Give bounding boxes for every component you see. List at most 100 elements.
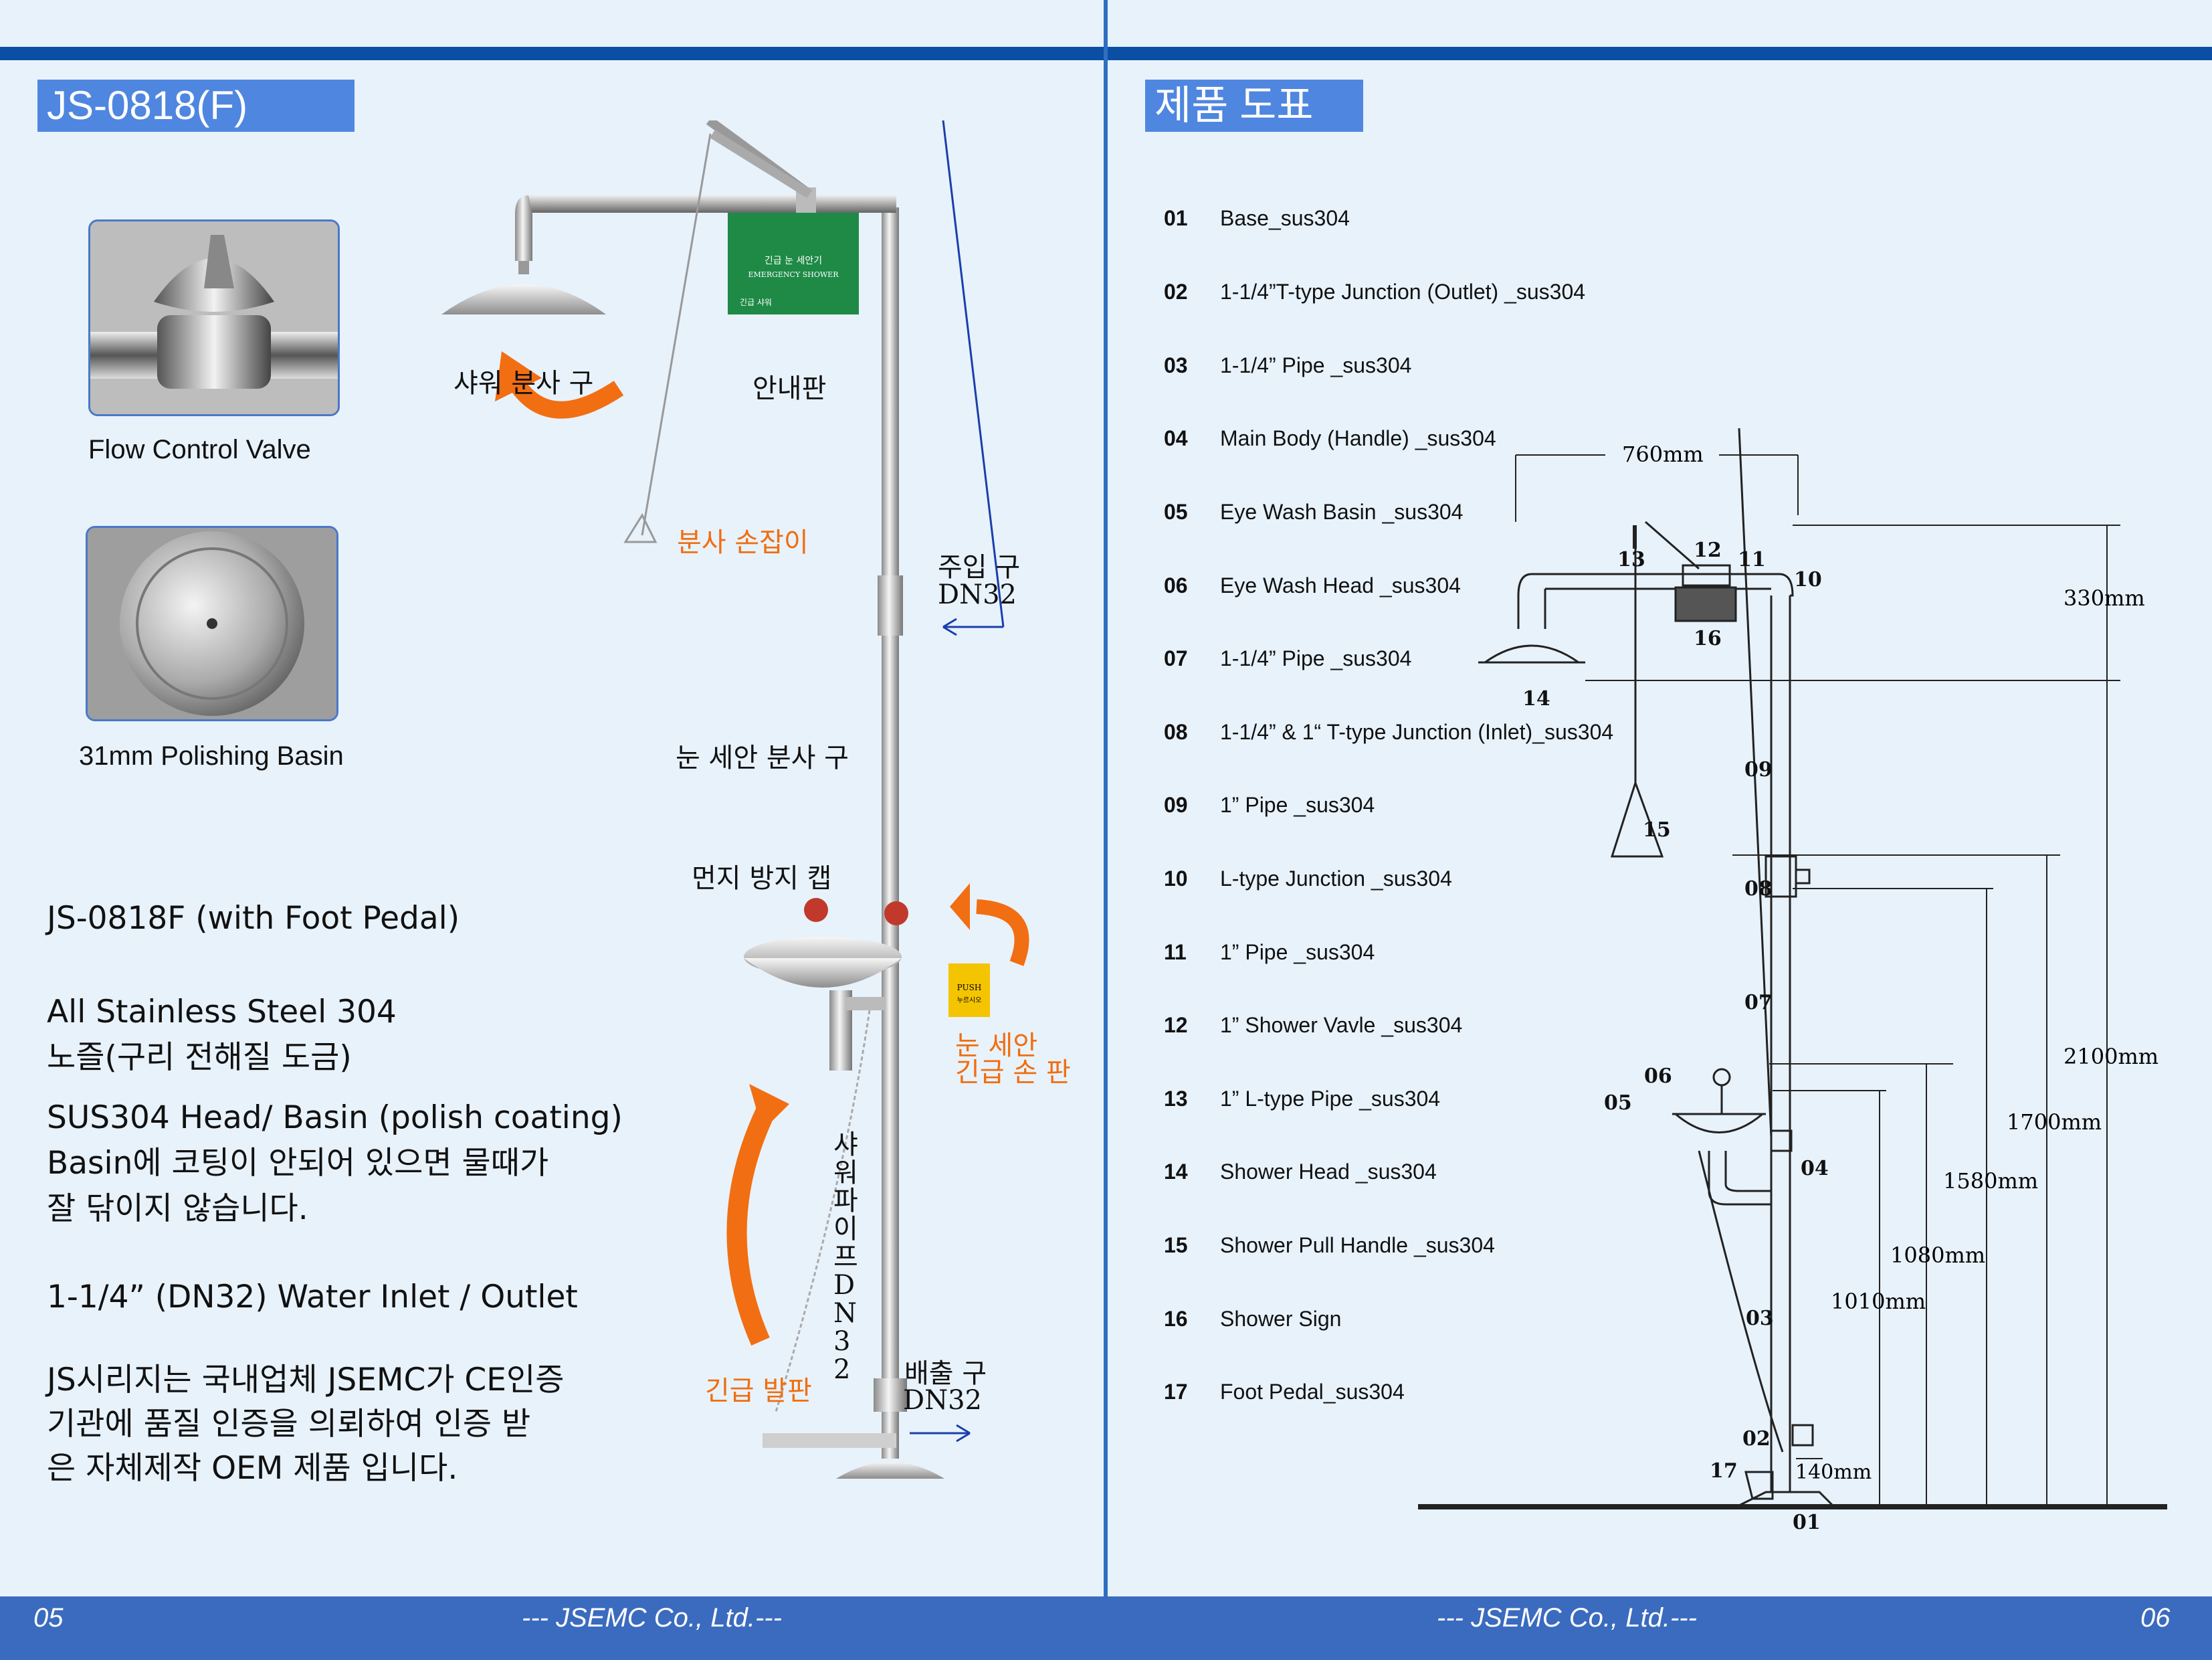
- footer-bar: [0, 1596, 2212, 1660]
- part-name: Shower Head _sus304: [1220, 1160, 1437, 1184]
- callout-12: 12: [1694, 539, 1722, 562]
- part-name: Eye Wash Basin _sus304: [1220, 500, 1464, 524]
- callout-11: 11: [1738, 548, 1766, 571]
- dim-1080: 1080mm: [1890, 1242, 1985, 1268]
- label-outlet: 배출 구: [904, 1358, 987, 1389]
- part-number: 07: [1164, 646, 1188, 670]
- part-number: 12: [1164, 1013, 1188, 1037]
- desc-coating-note-2: 잘 닦이지 않습니다.: [47, 1190, 308, 1227]
- technical-drawing: 760mm 330mm 2100mm 1700mm 1580mm 1080mm …: [1418, 428, 2167, 1532]
- part-number: 04: [1164, 426, 1188, 450]
- list-item: 04 Main Body (Handle) _sus304: [1164, 426, 1766, 466]
- part-number: 09: [1164, 793, 1188, 817]
- thumb-caption: 31mm Polishing Basin: [79, 741, 344, 771]
- part-name: 1-1/4” Pipe _sus304: [1220, 646, 1412, 670]
- list-item: 08 1-1/4” & 1“ T-type Junction (Inlet)_su…: [1164, 720, 1766, 760]
- sign-text-1: 긴급 눈 세안기: [765, 256, 822, 266]
- callout-02: 02: [1742, 1427, 1771, 1451]
- desc-cert-3: 은 자체제작 OEM 제품 입니다.: [47, 1450, 458, 1487]
- part-number: 10: [1164, 866, 1188, 891]
- product-title: JS-0818(F): [37, 80, 355, 132]
- desc-coating-note-1: Basin에 코팅이 안되어 있으면 물때가: [47, 1145, 549, 1182]
- polishing-basin-photo: [86, 526, 338, 721]
- footer-company-left: --- JSEMC Co., Ltd.---: [522, 1603, 782, 1633]
- label-eyewash-handle-2: 긴급 손 판: [955, 1057, 1071, 1088]
- desc-inlet-outlet: 1-1/4” (DN32) Water Inlet / Outlet: [47, 1279, 578, 1315]
- part-name: 1” Pipe _sus304: [1220, 940, 1375, 964]
- label-outlet-size: DN32: [903, 1385, 982, 1416]
- part-number: 14: [1164, 1160, 1188, 1184]
- part-name: Base_sus304: [1220, 206, 1350, 230]
- push-sign-text-1: PUSH: [957, 983, 982, 992]
- part-name: 1” Pipe _sus304: [1220, 793, 1375, 817]
- callout-03: 03: [1746, 1307, 1774, 1330]
- sign-text-3: 긴급 샤워: [740, 298, 772, 307]
- dim-330: 330mm: [2064, 585, 2145, 611]
- callout-10: 10: [1794, 568, 1822, 591]
- part-number: 15: [1164, 1233, 1188, 1257]
- part-name: Shower Pull Handle _sus304: [1220, 1233, 1495, 1257]
- part-name: 1” L-type Pipe _sus304: [1220, 1087, 1441, 1111]
- part-number: 02: [1164, 280, 1188, 304]
- part-number: 06: [1164, 573, 1188, 597]
- callout-07: 07: [1744, 991, 1773, 1014]
- callout-08: 08: [1744, 877, 1773, 901]
- diagram-title: 제품 도표: [1145, 80, 1363, 132]
- list-item: 02 1-1/4”T-type Junction (Outlet) _sus304: [1164, 280, 1766, 320]
- label-shower-pipe: 샤워 파이프 DN32: [833, 1129, 858, 1385]
- valve-image: [90, 221, 338, 414]
- callout-17: 17: [1710, 1459, 1738, 1483]
- sign-text-2: EMERGENCY SHOWER: [748, 270, 839, 279]
- page-divider: [1104, 0, 1108, 1660]
- page-number-right: 06: [2140, 1603, 2171, 1633]
- list-item: 14 Shower Head _sus304: [1164, 1160, 1766, 1200]
- part-number: 16: [1164, 1307, 1188, 1331]
- list-item: 09 1” Pipe _sus304: [1164, 793, 1766, 833]
- part-name: 1-1/4” & 1“ T-type Junction (Inlet)_sus3…: [1220, 720, 1614, 744]
- part-number: 01: [1164, 206, 1188, 230]
- part-number: 11: [1164, 940, 1187, 964]
- label-eyewash-handle-1: 눈 세안: [955, 1030, 1038, 1061]
- callout-14: 14: [1522, 687, 1550, 711]
- label-shower-head: 샤워 분사 구: [454, 368, 594, 399]
- part-number: 13: [1164, 1087, 1188, 1111]
- callout-09: 09: [1744, 758, 1773, 781]
- part-name: Main Body (Handle) _sus304: [1220, 426, 1496, 450]
- list-item: 11 1” Pipe _sus304: [1164, 940, 1766, 980]
- dim-1010: 1010mm: [1831, 1289, 1926, 1314]
- callout-04: 04: [1801, 1157, 1829, 1180]
- thumb-caption: Flow Control Valve: [88, 435, 311, 464]
- desc-nozzle: 노즐(구리 전해질 도금): [47, 1039, 352, 1076]
- label-inlet-size: DN32: [938, 579, 1017, 610]
- callout-16: 16: [1694, 627, 1722, 650]
- callout-13: 13: [1617, 548, 1645, 571]
- dim-1700: 1700mm: [2007, 1109, 2102, 1135]
- basin-image: [88, 528, 336, 719]
- part-number: 08: [1164, 720, 1188, 744]
- dim-width: 760mm: [1622, 442, 1704, 467]
- list-item: 12 1” Shower Vavle _sus304: [1164, 1013, 1766, 1053]
- label-sign: 안내판: [752, 373, 827, 404]
- part-name: 1-1/4”T-type Junction (Outlet) _sus304: [1220, 280, 1586, 304]
- desc-cert-1: JS시리지는 국내업체 JSEMC가 CE인증: [47, 1362, 565, 1398]
- list-item: 13 1” L-type Pipe _sus304: [1164, 1087, 1766, 1127]
- label-foot-pedal: 긴급 발판: [705, 1376, 812, 1406]
- callout-01: 01: [1793, 1511, 1821, 1532]
- product-illustration: 긴급 눈 세안기 EMERGENCY SHOWER 긴급 샤워 PUSH 누르시…: [441, 120, 1029, 1479]
- label-eyewash-head: 눈 세안 분사 구: [676, 743, 849, 773]
- part-number: 03: [1164, 353, 1188, 377]
- callout-05: 05: [1604, 1091, 1632, 1115]
- dim-140: 140mm: [1795, 1461, 1872, 1484]
- desc-model: JS-0818F (with Foot Pedal): [47, 900, 460, 937]
- list-item: 07 1-1/4” Pipe _sus304: [1164, 646, 1766, 686]
- list-item: 10 L-type Junction _sus304: [1164, 866, 1766, 907]
- label-inlet: 주입 구: [938, 552, 1021, 583]
- list-item: 01 Base_sus304: [1164, 206, 1766, 246]
- label-pull-handle: 분사 손잡이: [677, 527, 809, 558]
- part-name: Foot Pedal_sus304: [1220, 1380, 1405, 1404]
- part-name: L-type Junction _sus304: [1220, 866, 1452, 891]
- part-name: 1” Shower Vavle _sus304: [1220, 1013, 1463, 1037]
- footer-company-right: --- JSEMC Co., Ltd.---: [1437, 1603, 1697, 1633]
